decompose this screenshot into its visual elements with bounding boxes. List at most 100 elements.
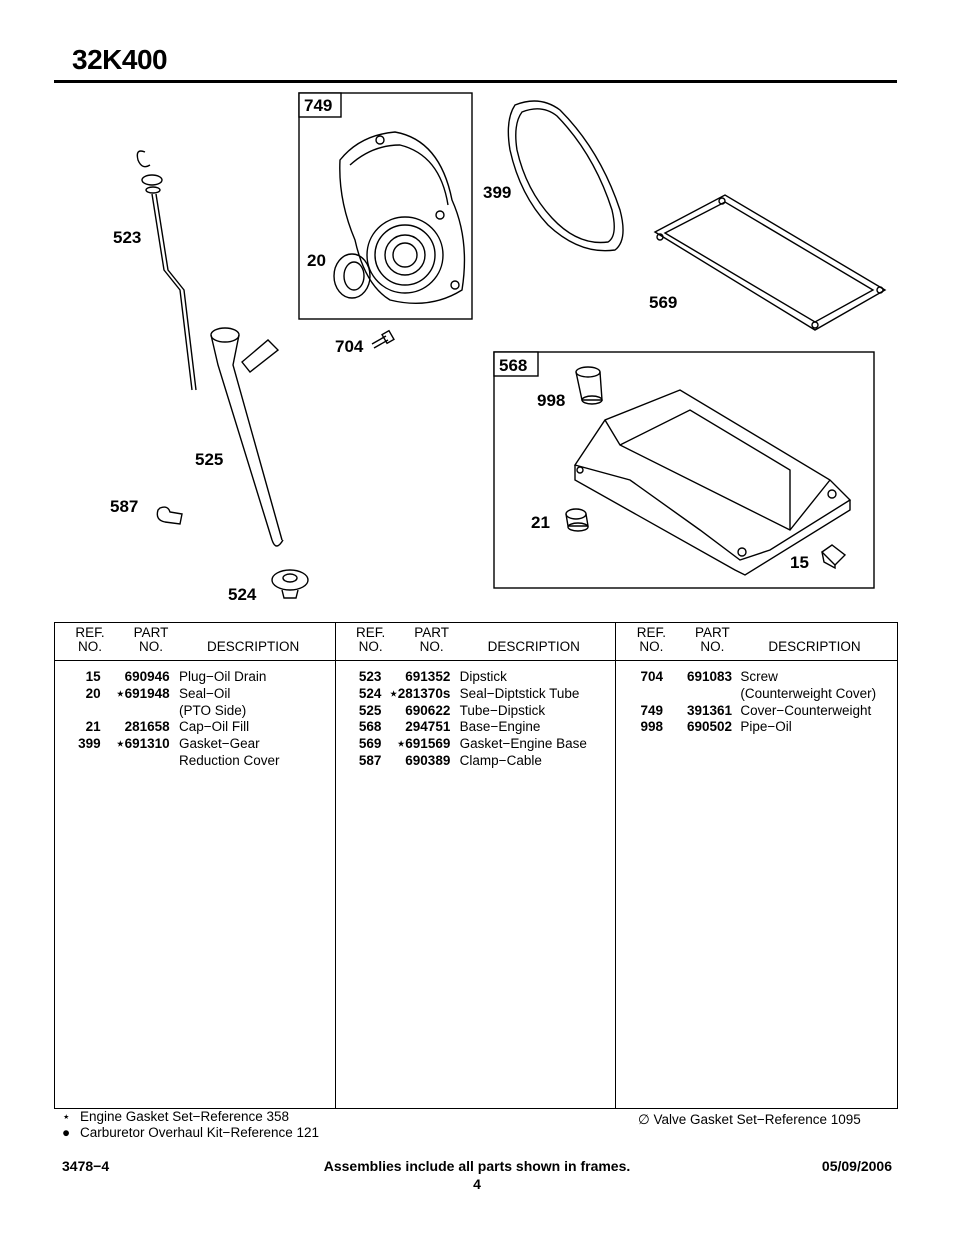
table-row: 15 690946 Plug−Oil Drain: [55, 669, 335, 686]
callout-20: 20: [307, 251, 326, 270]
description: Gasket−Engine Base: [459, 736, 587, 752]
ref-no: 568: [358, 719, 382, 735]
description: Clamp−Cable: [459, 752, 542, 768]
oil-pipe-drawing: [575, 366, 603, 405]
tube-dipstick-drawing: [210, 327, 284, 547]
description: Cap−Oil Fill: [179, 719, 250, 735]
ref-no: 569: [358, 736, 382, 752]
part-no: ⋆691569: [396, 736, 451, 752]
table-row: 524 ⋆281370s Seal−Diptstick Tube: [336, 686, 616, 703]
screw-drawing: [371, 329, 395, 349]
ref-no: 524: [358, 685, 382, 701]
table-row: Reduction Cover: [55, 753, 335, 770]
footer-note: Assemblies include all parts shown in fr…: [323, 1158, 631, 1174]
callout-525: 525: [195, 450, 223, 469]
description: Dipstick: [459, 669, 507, 684]
callout-998: 998: [537, 391, 565, 410]
ref-no: 525: [358, 702, 382, 718]
table-row: 525 690622 Tube−Dipstick: [336, 703, 616, 720]
callout-569: 569: [649, 293, 677, 312]
ref-no: 399: [78, 736, 101, 752]
part-no: 294751: [405, 719, 451, 735]
gasket-gear-drawing: [507, 100, 624, 252]
title-divider: [54, 80, 897, 83]
parts-diagram: 749 20 704 399 569 523 525 587 524 568 9…: [110, 92, 887, 604]
ref-no: 15: [85, 669, 101, 684]
table-row: 568 294751 Base−Engine: [336, 719, 616, 736]
callout-568: 568: [499, 356, 527, 375]
note-carb-kit: ●Carburetor Overhaul Kit−Reference 121: [62, 1124, 320, 1140]
rows: 523 691352 Dipstick 524 ⋆281370s Seal−Diptsti…: [336, 669, 616, 770]
frame-568-label-box: [493, 351, 539, 377]
callout-523: 523: [113, 228, 141, 247]
table-row: 21 281658 Cap−Oil Fill: [55, 719, 335, 736]
dipstick-drawing: [136, 150, 197, 391]
page-number: 4: [473, 1176, 481, 1192]
table-row: (Counterweight Cover): [616, 686, 897, 703]
clamp-cable-drawing: [156, 506, 183, 525]
page-title: 32K400: [72, 44, 168, 75]
footnotes: ⋆Engine Gasket Set−Reference 358 ●Carbur…: [62, 1109, 319, 1140]
description: (PTO Side): [179, 702, 247, 718]
part-no: 391361: [686, 702, 733, 718]
doc-number: 3478−4: [62, 1158, 110, 1174]
callout-587: 587: [110, 497, 138, 516]
part-no: 691352: [405, 669, 451, 684]
ref-no: 998: [640, 719, 664, 735]
callout-21: 21: [531, 513, 550, 532]
table-row: 20 ⋆691948 Seal−Oil: [55, 686, 335, 703]
callout-524: 524: [228, 585, 257, 604]
frame-568: [493, 351, 875, 589]
plug-oil-drain-drawing: [820, 544, 847, 570]
description: (Counterweight Cover): [740, 685, 877, 701]
part-no: ⋆691310: [116, 736, 170, 752]
part-no: 690502: [686, 719, 733, 735]
table-row: 523 691352 Dipstick: [336, 669, 616, 686]
part-no: 690389: [405, 752, 451, 768]
seal-dipstick-tube-drawing: [271, 569, 309, 599]
part-no: 690946: [124, 669, 170, 684]
part-no: 281658: [124, 719, 170, 735]
description: Screw: [740, 669, 778, 684]
part-no: 691083: [686, 669, 733, 684]
description: Seal−Diptstick Tube: [459, 685, 580, 701]
note-gasket-set: ⋆Engine Gasket Set−Reference 358: [62, 1109, 290, 1124]
table-row: (PTO Side): [55, 703, 335, 720]
description: Gasket−Gear: [179, 736, 260, 752]
part-no: 690622: [405, 702, 451, 718]
ref-no: 20: [85, 685, 101, 701]
part-no: ⋆281370s: [389, 685, 451, 701]
frame-749: [298, 92, 473, 320]
ref-no: 523: [358, 669, 382, 684]
callout-704: 704: [335, 337, 364, 356]
frame-749-label-box: [298, 92, 342, 118]
description: Seal−Oil: [179, 685, 231, 701]
rows: 15 690946 Plug−Oil Drain 20 ⋆691948 Seal−Oil(…: [55, 669, 335, 770]
description: Plug−Oil Drain: [179, 669, 267, 684]
doc-date: 05/09/2006: [821, 1158, 892, 1174]
counterweight-cover-drawing: [339, 131, 466, 305]
part-no: ⋆691948: [116, 685, 170, 701]
note-valve-gasket: ∅ Valve Gasket Set−Reference 1095: [638, 1112, 861, 1127]
description: Cover−Counterweight: [740, 702, 872, 718]
cap-oil-fill-drawing: [565, 508, 589, 532]
table-row: 569 ⋆691569 Gasket−Engine Base: [336, 736, 616, 753]
description: Reduction Cover: [179, 752, 280, 768]
table-row: 399 ⋆691310 Gasket−Gear: [55, 736, 335, 753]
ref-no: 21: [85, 719, 101, 735]
description: Tube−Dipstick: [459, 702, 546, 718]
gasket-engine-base-drawing: [653, 194, 887, 331]
description: Base−Engine: [459, 719, 541, 735]
callout-399: 399: [483, 183, 511, 202]
